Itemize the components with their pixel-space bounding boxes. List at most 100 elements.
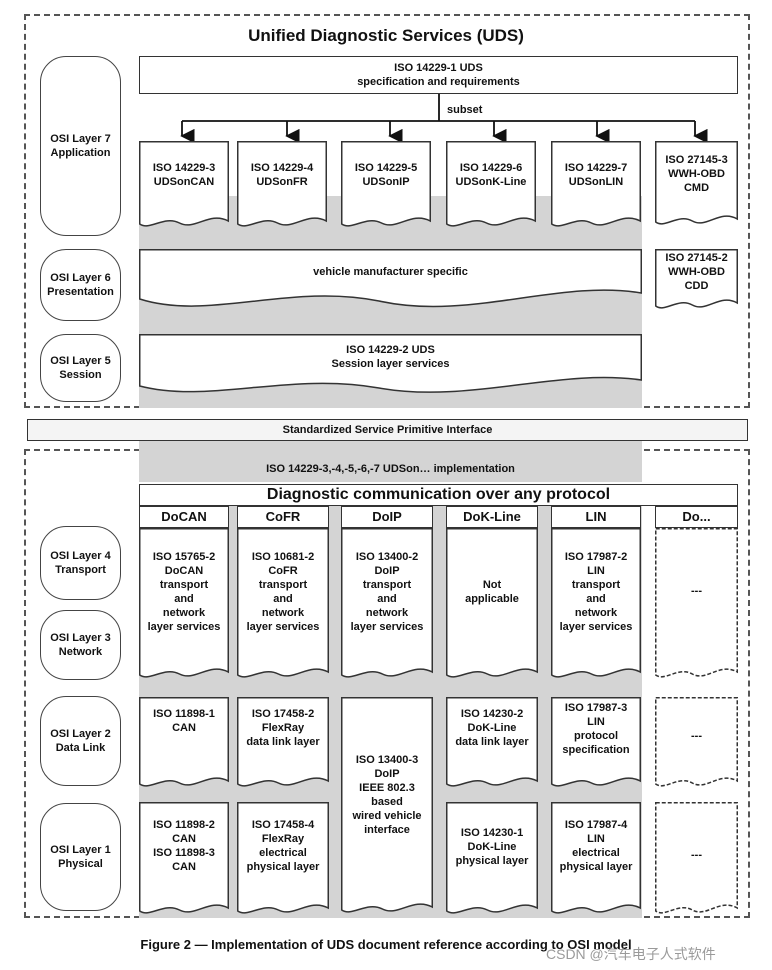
physical-doc-4-line: LIN [587,833,605,845]
osi-layer-3-title: OSI Layer 3 [50,632,111,644]
physical-doc-5-line: --- [691,849,702,861]
datalink-doc-4-line: protocol [574,730,618,742]
app-doc-1-line: UDSonCAN [153,176,215,188]
transport-doc-1-line: transport [159,579,209,591]
datalink-doc-4-line: ISO 17987-3 [564,702,628,714]
sspi-bar: Standardized Service Primitive Interface [27,419,748,441]
presentation-band [139,249,642,308]
transport-doc-2-line: and [273,593,293,605]
gray-mid [139,440,642,482]
column-header-6: Do... [655,506,738,528]
transport-doc-2-line: layer services [246,621,320,633]
transport-doc-3-line: and [377,593,397,605]
physical-doc-5: --- [655,802,738,916]
transport-doc-1-line: DoCAN [164,565,204,577]
datalink-doc-3-line: ISO 14230-2 [460,708,524,720]
transport-doc-3-line: layer services [350,621,424,633]
session-band [139,334,642,393]
osi-layer-4-name: Transport [55,564,106,576]
session-line1: ISO 14229-2 UDS [346,344,435,356]
transport-doc-5-line: transport [571,579,621,591]
transport-doc-4-text: Not applicable [446,578,538,606]
datalink-doc-3-line: DoK-Line [467,722,517,734]
physical-doc-2-line: electrical [259,847,307,859]
physical-doc-3-line: DoK-Line [467,841,517,853]
physical-doc-1-line: CAN [172,861,196,873]
doip-physical-doc-line: wired vehicle [352,810,422,822]
datalink-doc-2-line: FlexRay [261,722,305,734]
presentation-text: vehicle manufacturer specific [313,266,468,278]
physical-doc-1-line: CAN [172,833,196,845]
doip-physical-doc-line: IEEE 802.3 [359,782,415,794]
osi-layer-5-title: OSI Layer 5 [50,355,111,367]
obd-cmd-doc-line: CMD [683,182,710,194]
transport-doc-6-text: --- [655,584,738,598]
transport-doc-4-line: applicable [465,593,519,605]
physical-doc-2-line: FlexRay [261,833,305,845]
column-header-5: LIN [551,506,641,528]
physical-doc-1-line: ISO 11898-3 [153,847,215,859]
physical-doc-4-line: ISO 17987-4 [564,819,628,831]
datalink-doc-5-line: --- [691,730,702,742]
session-text: ISO 14229-2 UDS Session layer services [139,343,642,371]
transport-doc-2-line: ISO 10681-2 [251,551,315,563]
column-header-3: DoIP [341,506,433,528]
datalink-doc-2-line: data link layer [246,736,320,748]
transport-doc-5-line: and [586,593,606,605]
diag-banner: Diagnostic communication over any protoc… [139,484,738,506]
transport-doc-1-line: and [174,593,194,605]
transport-doc-2-line: network [261,607,305,619]
datalink-doc-5-text: --- [655,729,738,743]
datalink-doc-1-line: ISO 11898-1 [153,708,215,720]
transport-doc-5-line: ISO 17987-2 [564,551,628,563]
transport-doc-5-line: LIN [587,565,605,577]
spec-line2: specification and requirements [357,76,520,88]
app-doc-3-line: UDSonIP [362,176,410,188]
osi-layer-1-name: Physical [58,858,103,870]
transport-doc-5-line: layer services [559,621,633,633]
osi-layer-2-name: Data Link [55,742,106,754]
datalink-doc-5: --- [655,697,738,789]
osi-layer-1-title: OSI Layer 1 [50,844,111,856]
datalink-doc-2-line: ISO 17458-2 [251,708,315,720]
osi-layer-3-pill: OSI Layer 3 Network [40,610,121,680]
session-line2: Session layer services [331,358,450,370]
osi-layer-1-pill: OSI Layer 1 Physical [40,803,121,911]
diagram-title: Unified Diagnostic Services (UDS) [248,26,524,45]
column-header-2: CoFR [237,506,329,528]
osi-layer-7-title: OSI Layer 7 [50,133,111,145]
transport-doc-4-line: Not [482,579,502,591]
datalink-doc-3-line: data link layer [455,736,529,748]
osi-layer-3-name: Network [58,646,103,658]
transport-doc-2-line: CoFR [268,565,298,577]
diag-banner-text: Diagnostic communication over any protoc… [266,486,611,503]
physical-doc-3-line: ISO 14230-1 [460,827,524,839]
app-doc-3-line: ISO 14229-5 [354,162,418,174]
app-doc-2-line: UDSonFR [256,176,308,188]
spec-box: ISO 14229-1 UDS specification and requir… [139,56,738,94]
transport-doc-3-line: DoIP [374,565,400,577]
